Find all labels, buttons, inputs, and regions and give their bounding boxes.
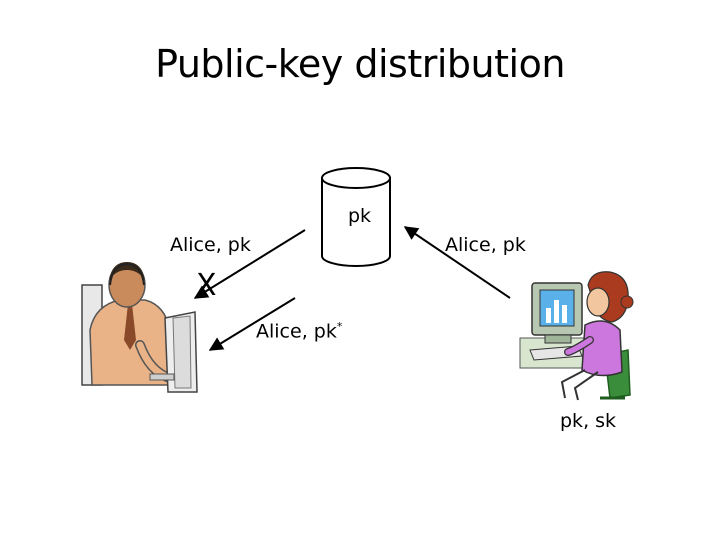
server-key-label: pk (348, 205, 372, 227)
alice-person-icon (519, 271, 634, 401)
fake-key-star: * (336, 320, 343, 333)
blocked-x-mark: X (196, 268, 217, 303)
right-upload-label: Alice, pk (445, 234, 526, 256)
arrow-fake-key-to-bob (208, 297, 296, 351)
arrow-alice-to-server (403, 226, 511, 299)
arrow-attacker-to-server (193, 229, 306, 299)
fake-key-label-text: Alice, pk (256, 320, 337, 343)
fake-key-label: Alice, pk* (256, 320, 342, 342)
page-title: Public-key distribution (155, 42, 565, 86)
left-upload-label: Alice, pk (170, 234, 251, 256)
alice-keys-label: pk, sk (560, 410, 617, 432)
key-server-database-icon (321, 167, 391, 267)
bob-person-icon (81, 262, 198, 393)
